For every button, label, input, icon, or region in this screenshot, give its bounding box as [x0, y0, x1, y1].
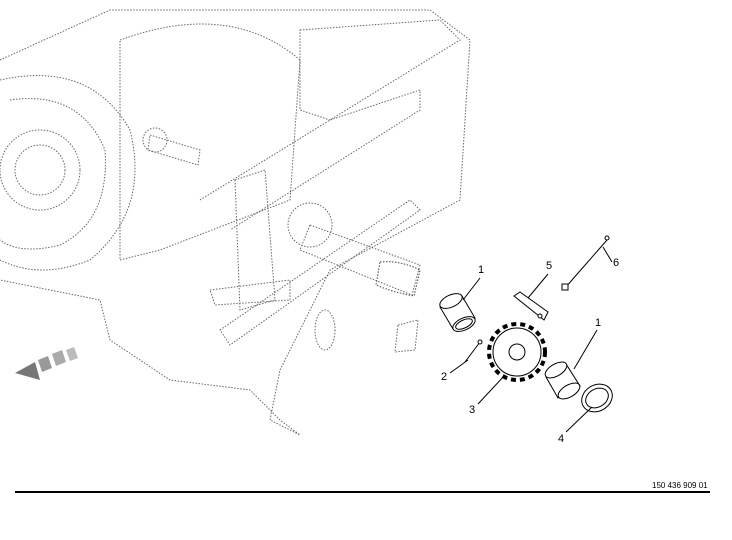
part-6-rod	[561, 235, 610, 291]
part-5-lever	[513, 291, 549, 321]
shaft	[147, 134, 421, 297]
callout-2: 2	[441, 371, 448, 383]
callout-4: 4	[558, 433, 565, 445]
callout-1-right: 1	[595, 317, 602, 329]
leader-lines	[449, 246, 613, 433]
part-4-ring	[581, 383, 613, 413]
bottom-rule	[15, 491, 710, 493]
direction-arrow	[15, 347, 78, 380]
part-1-bushing-right	[544, 361, 581, 400]
callout-3: 3	[469, 404, 476, 416]
callout-1: 1	[478, 264, 485, 276]
machine-frame	[0, 9, 471, 436]
part-3-sprocket	[487, 322, 547, 382]
callout-6: 6	[613, 257, 620, 269]
part-1-bushing-left	[439, 293, 476, 332]
drawing-number: 150 436 909 01	[652, 481, 708, 490]
callout-5: 5	[546, 260, 553, 272]
part-2-pin	[464, 339, 483, 363]
